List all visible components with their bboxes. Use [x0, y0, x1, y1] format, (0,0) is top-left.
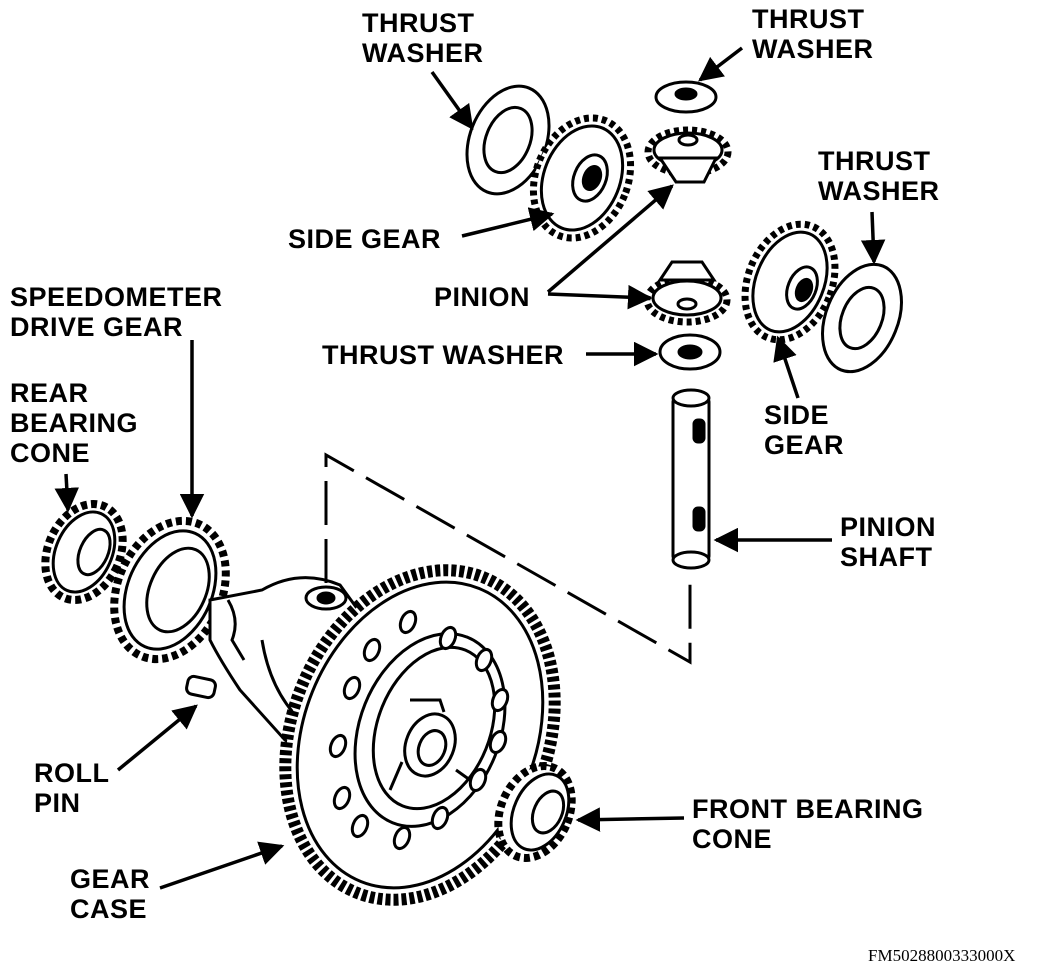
pinion-shaft-part — [671, 388, 711, 570]
label-side-gear-left: SIDE GEAR — [288, 224, 442, 254]
thrust-washer-lower-part — [658, 333, 722, 371]
pinion-upper-part — [644, 126, 732, 184]
assembly-guide-line — [324, 452, 692, 665]
label-gear-case: GEAR CASE — [70, 864, 151, 924]
leader-side-gear-right — [773, 335, 800, 399]
label-pinion: PINION — [434, 282, 531, 312]
side-gear-right-part — [741, 220, 839, 344]
thrust-washer-top-left-part — [465, 84, 551, 196]
pinion-lower-part — [643, 260, 731, 326]
leader-pinion-lower — [547, 284, 653, 310]
leader-thrust-washer-top-right — [698, 46, 744, 82]
side-gear-upper-part — [529, 114, 635, 242]
ring-gear-bolt-holes — [328, 609, 510, 851]
figure-id: FM5028800333000X — [868, 946, 1016, 965]
label-front-bearing-cone: FRONT BEARING CONE — [692, 794, 924, 854]
rear-bearing-cone-part — [41, 500, 127, 604]
leader-gear-case — [159, 841, 285, 890]
leader-front-bearing-cone — [575, 807, 685, 832]
leader-roll-pin — [116, 704, 198, 772]
leader-pinion-upper — [546, 184, 674, 294]
label-thrust-washer-top-right: THRUST WASHER — [752, 4, 874, 64]
leader-thrust-washer-right — [860, 211, 886, 265]
front-bearing-cone-part — [494, 762, 576, 862]
thrust-washer-top-right-part — [654, 80, 718, 114]
leader-side-gear-left — [461, 207, 555, 238]
leader-rear-bearing-cone — [54, 473, 80, 513]
label-rear-bearing-cone: REAR BEARING CONE — [10, 378, 139, 468]
thrust-washer-right-part — [821, 262, 903, 374]
label-side-gear-right: SIDE GEAR — [764, 400, 845, 460]
label-roll-pin: ROLL PIN — [34, 758, 110, 818]
label-thrust-washer-right: THRUST WASHER — [818, 146, 940, 206]
leader-thrust-washer-top-left — [430, 70, 474, 130]
label-thrust-washer-lower: THRUST WASHER — [322, 340, 564, 370]
speedometer-drive-gear-part — [110, 516, 230, 664]
label-pinion-shaft: PINION SHAFT — [840, 512, 937, 572]
label-thrust-washer-top-left: THRUST WASHER — [362, 8, 484, 68]
label-speedometer-drive-gear: SPEEDOMETER DRIVE GEAR — [10, 282, 223, 342]
